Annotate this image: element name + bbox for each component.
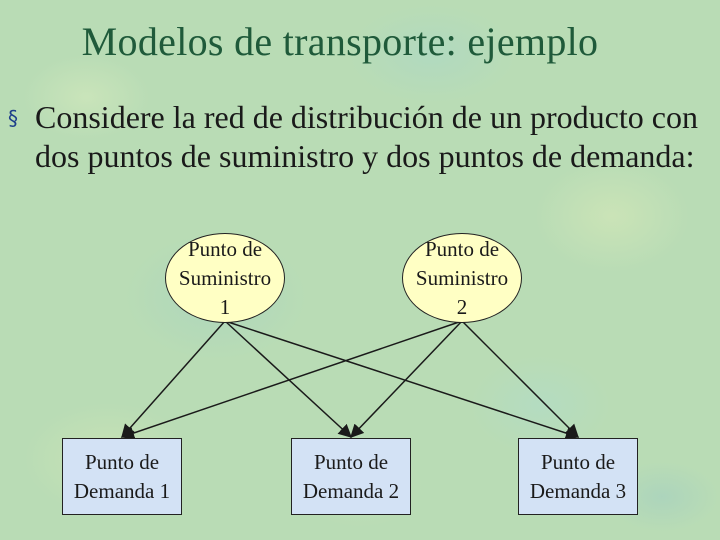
demand-node-3: Punto de Demanda 3 [518,438,638,515]
edge-s1-d3 [224,320,580,440]
supply-node-2: Punto de Suministro 2 [402,233,522,323]
bullet-marker-icon: § [8,106,18,130]
demand-node-2: Punto de Demanda 2 [291,438,411,515]
edge-s1-d2 [224,320,352,438]
edge-s2-d2 [350,320,463,438]
slide-title: Modelos de transporte: ejemplo [81,19,599,64]
edge-s2-d3 [461,320,579,438]
edge-s1-d1 [121,320,226,439]
bullet-point: § Considere la red de distribución de un… [8,98,708,176]
supply-node-1: Punto de Suministro 1 [165,233,285,323]
bullet-text: Considere la red de distribución de un p… [35,99,698,174]
demand-node-1: Punto de Demanda 1 [62,438,182,515]
edge-s2-d1 [120,320,463,440]
